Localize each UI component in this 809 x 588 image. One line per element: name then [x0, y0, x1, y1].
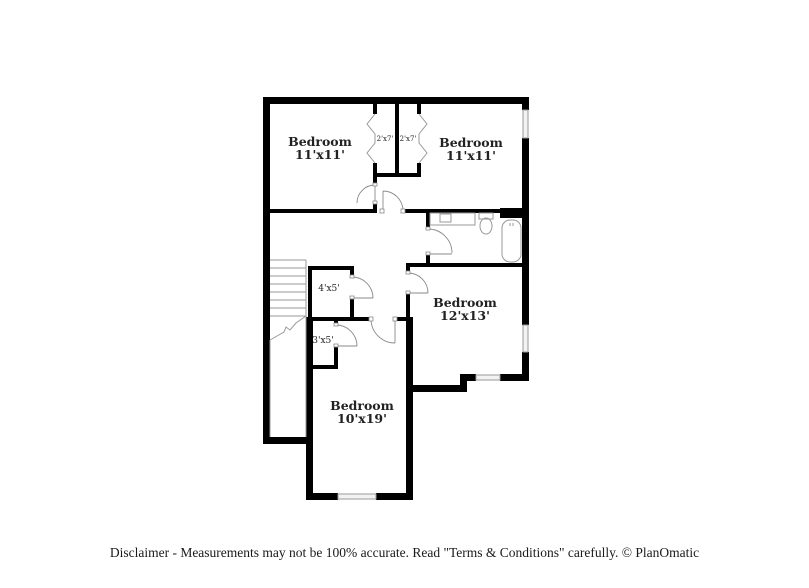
room-name-bedroom-s: Bedroom: [330, 398, 394, 413]
stairs-icon: [269, 259, 307, 437]
closet-dims-nw: 2'x7': [377, 135, 394, 143]
window-s-bedroom: [337, 493, 377, 500]
bathtub-icon: [501, 219, 522, 263]
room-labels: Bedroom 11'x11' Bedroom 11'x11' Bedroom …: [288, 134, 503, 426]
toilet-bowl-icon: [479, 217, 493, 235]
toilet-tank-icon: [478, 212, 494, 220]
vanity-counter: [429, 212, 476, 226]
bifold-doors: [366, 113, 428, 164]
room-dims-bedroom-s: 10'x19': [337, 411, 387, 426]
window-e-bedroom: [522, 324, 529, 353]
room-name-bedroom-nw: Bedroom: [288, 134, 352, 149]
disclaimer-text: Disclaimer - Measurements may not be 100…: [109, 545, 700, 560]
room-dims-bedroom-nw: 11'x11': [295, 147, 345, 162]
interior-walls: [263, 97, 529, 443]
room-name-bedroom-e: Bedroom: [433, 295, 497, 310]
room-dims-bedroom-e: 12'x13': [440, 308, 490, 323]
window-e-bedroom-south: [475, 374, 501, 381]
swing-doors: [333, 182, 453, 348]
closet-dims-ne: 2'x7': [400, 135, 417, 143]
closet-dims-s: 3'x5': [312, 336, 333, 346]
window-ne-bedroom: [522, 109, 529, 139]
closet-dims-hall: 4'x5': [318, 284, 339, 294]
windows: [337, 109, 529, 500]
room-name-bedroom-ne: Bedroom: [439, 135, 503, 150]
sink-icon: [439, 213, 452, 223]
bathroom-fixtures: [429, 212, 522, 263]
room-dims-bedroom-ne: 11'x11': [446, 148, 496, 163]
